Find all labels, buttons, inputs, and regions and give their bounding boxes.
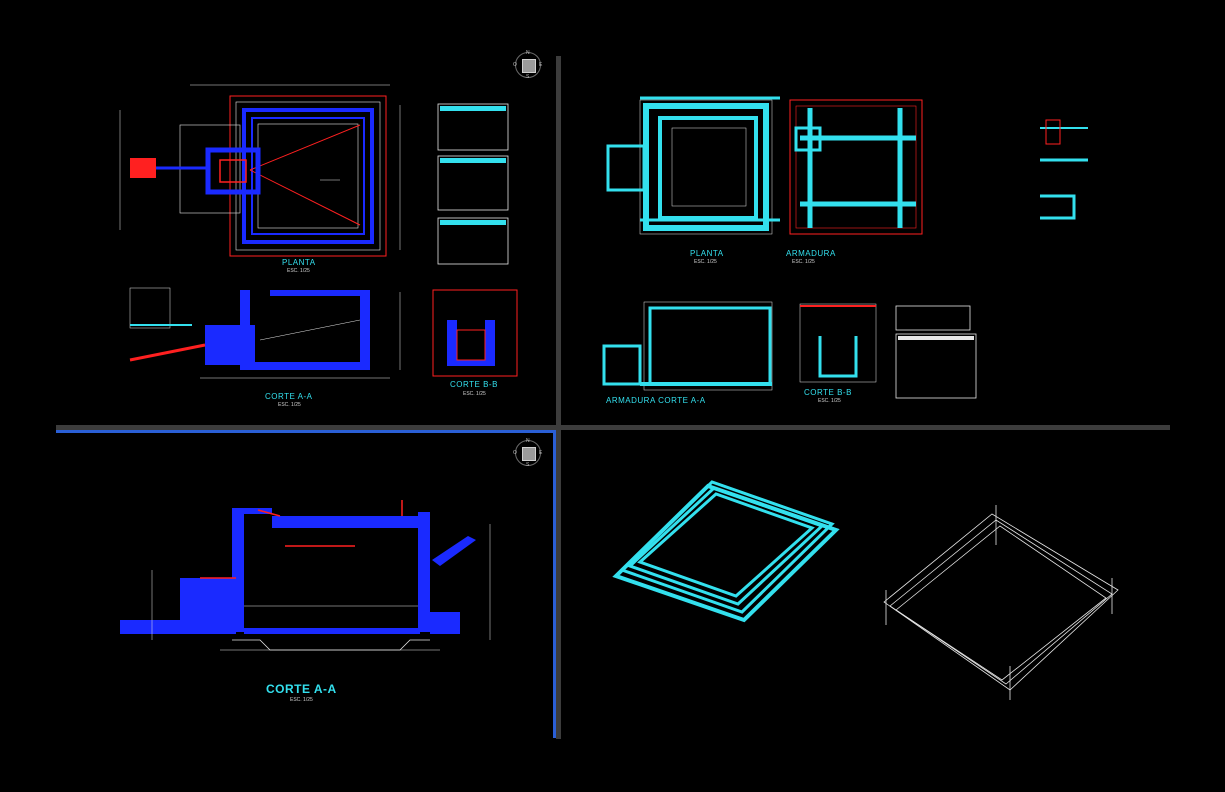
tables-top-left	[437, 103, 509, 265]
rebar-detail-top-right	[1040, 119, 1088, 220]
section-b-top-left	[432, 289, 518, 377]
viewcube-east: E	[539, 450, 543, 456]
viewcube-east: E	[539, 62, 543, 68]
section-b-scale-top-left: ESC. 1/25	[463, 391, 486, 397]
viewcube-ring	[515, 52, 541, 78]
viewcube-west: O	[513, 62, 517, 68]
horizontal-divider[interactable]	[56, 425, 1170, 430]
section-b-top-right	[799, 303, 877, 383]
vertical-divider[interactable]	[556, 56, 561, 739]
section-a-label-top-left: CORTE A-A	[265, 392, 313, 401]
rebar-scale-top-right: ESC. 1/25	[792, 259, 815, 265]
section-a-scale-bottom-left: ESC. 1/25	[290, 697, 313, 703]
section-a-label-bottom-left: CORTE A-A	[266, 682, 337, 696]
section-a-top-left	[129, 287, 401, 379]
viewcube-south: S	[526, 462, 530, 468]
viewport-top-right[interactable]	[561, 56, 1170, 425]
tables-top-right	[895, 305, 977, 399]
section-a-bottom-left	[120, 500, 491, 651]
rebar-section-a-label: ARMADURA CORTE A-A	[606, 396, 706, 405]
section-b-scale-top-right: ESC. 1/25	[818, 398, 841, 404]
rebar-section-a-top-right	[602, 301, 773, 391]
viewcube-box	[522, 447, 536, 461]
plan-label-top-right: PLANTA	[690, 249, 724, 258]
viewcube-icon[interactable]: N O E S	[513, 50, 543, 80]
rebar-label-top-right: ARMADURA	[786, 249, 836, 258]
viewcube-icon[interactable]: N O E S	[513, 438, 543, 468]
viewport-bottom-right[interactable]	[561, 430, 1170, 738]
viewcube-north: N	[526, 50, 530, 56]
plan-scale-top-left: ESC. 1/25	[287, 268, 310, 274]
section-b-label-top-left: CORTE B-B	[450, 380, 498, 389]
viewcube-box	[522, 59, 536, 73]
isometric-rebar-white	[883, 505, 1119, 700]
rebar-plan-top-right	[789, 99, 923, 235]
viewcube-west: O	[513, 450, 517, 456]
plan-drawing-top-right	[606, 96, 780, 235]
section-b-label-top-right: CORTE B-B	[804, 388, 852, 397]
isometric-rebar-cyan	[612, 480, 840, 623]
viewport-bottom-left[interactable]	[56, 430, 556, 738]
viewcube-south: S	[526, 74, 530, 80]
viewcube-north: N	[526, 438, 530, 444]
viewcube-ring	[515, 440, 541, 466]
plan-scale-top-right: ESC. 1/25	[694, 259, 717, 265]
plan-drawing-top-left	[119, 84, 401, 257]
plan-label-top-left: PLANTA	[282, 258, 316, 267]
section-a-scale-top-left: ESC. 1/25	[278, 402, 301, 408]
